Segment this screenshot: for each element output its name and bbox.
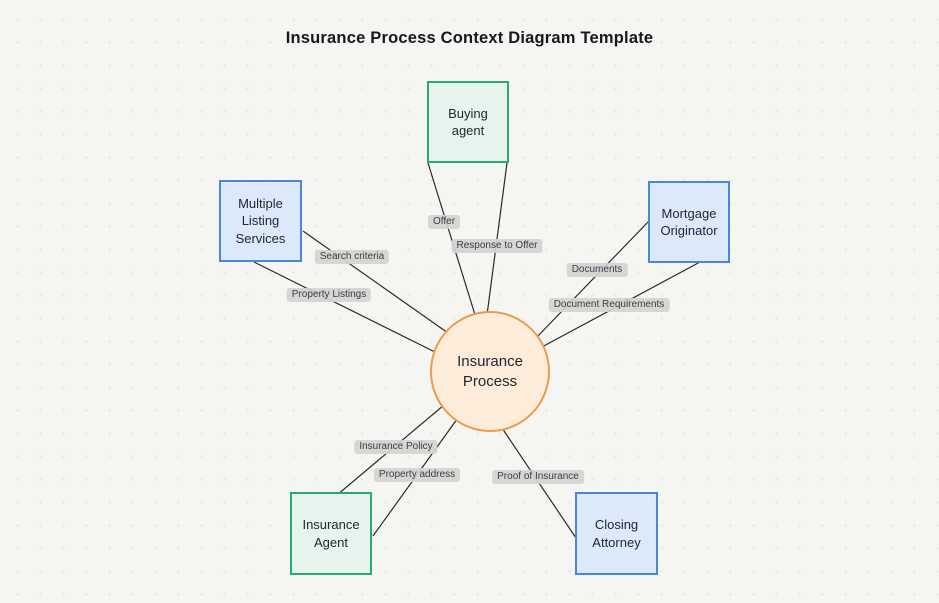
node-label: Buying agent: [448, 105, 488, 138]
node-label: Multiple Listing Services: [235, 196, 286, 246]
edge-label-documents[interactable]: Documents: [566, 263, 628, 277]
node-insurance-process[interactable]: Insurance Process: [430, 311, 550, 432]
edge-label-search-criteria[interactable]: Search criteria: [314, 250, 390, 264]
edge-label-insurance-policy[interactable]: Insurance Policy: [354, 440, 438, 454]
node-mortgage-originator[interactable]: Mortgage Originator: [648, 181, 730, 263]
node-label: Closing Attorney: [592, 517, 641, 550]
node-label: Insurance Process: [457, 352, 523, 390]
edge-documents[interactable]: [535, 221, 649, 339]
edge-label-proof-of-insurance[interactable]: Proof of Insurance: [492, 470, 584, 484]
edge-search-criteria[interactable]: [302, 230, 459, 341]
node-label: Mortgage Originator: [660, 205, 718, 238]
edge-label-response-to-offer[interactable]: Response to Offer: [451, 239, 543, 253]
edge-label-document-requirements[interactable]: Document Requirements: [548, 298, 670, 312]
node-closing-attorney[interactable]: Closing Attorney: [575, 492, 658, 575]
node-multiple-listing-services[interactable]: Multiple Listing Services: [219, 180, 302, 262]
node-label: Insurance Agent: [302, 517, 360, 550]
edge-label-offer[interactable]: Offer: [427, 215, 461, 229]
node-buying-agent[interactable]: Buying agent: [427, 81, 509, 163]
edge-label-property-address[interactable]: Property address: [373, 468, 461, 482]
node-insurance-agent[interactable]: Insurance Agent: [290, 492, 372, 575]
edge-property-listings[interactable]: [253, 261, 446, 358]
edge-label-property-listings[interactable]: Property Listings: [286, 288, 372, 302]
diagram-title: Insurance Process Context Diagram Templa…: [285, 29, 654, 47]
